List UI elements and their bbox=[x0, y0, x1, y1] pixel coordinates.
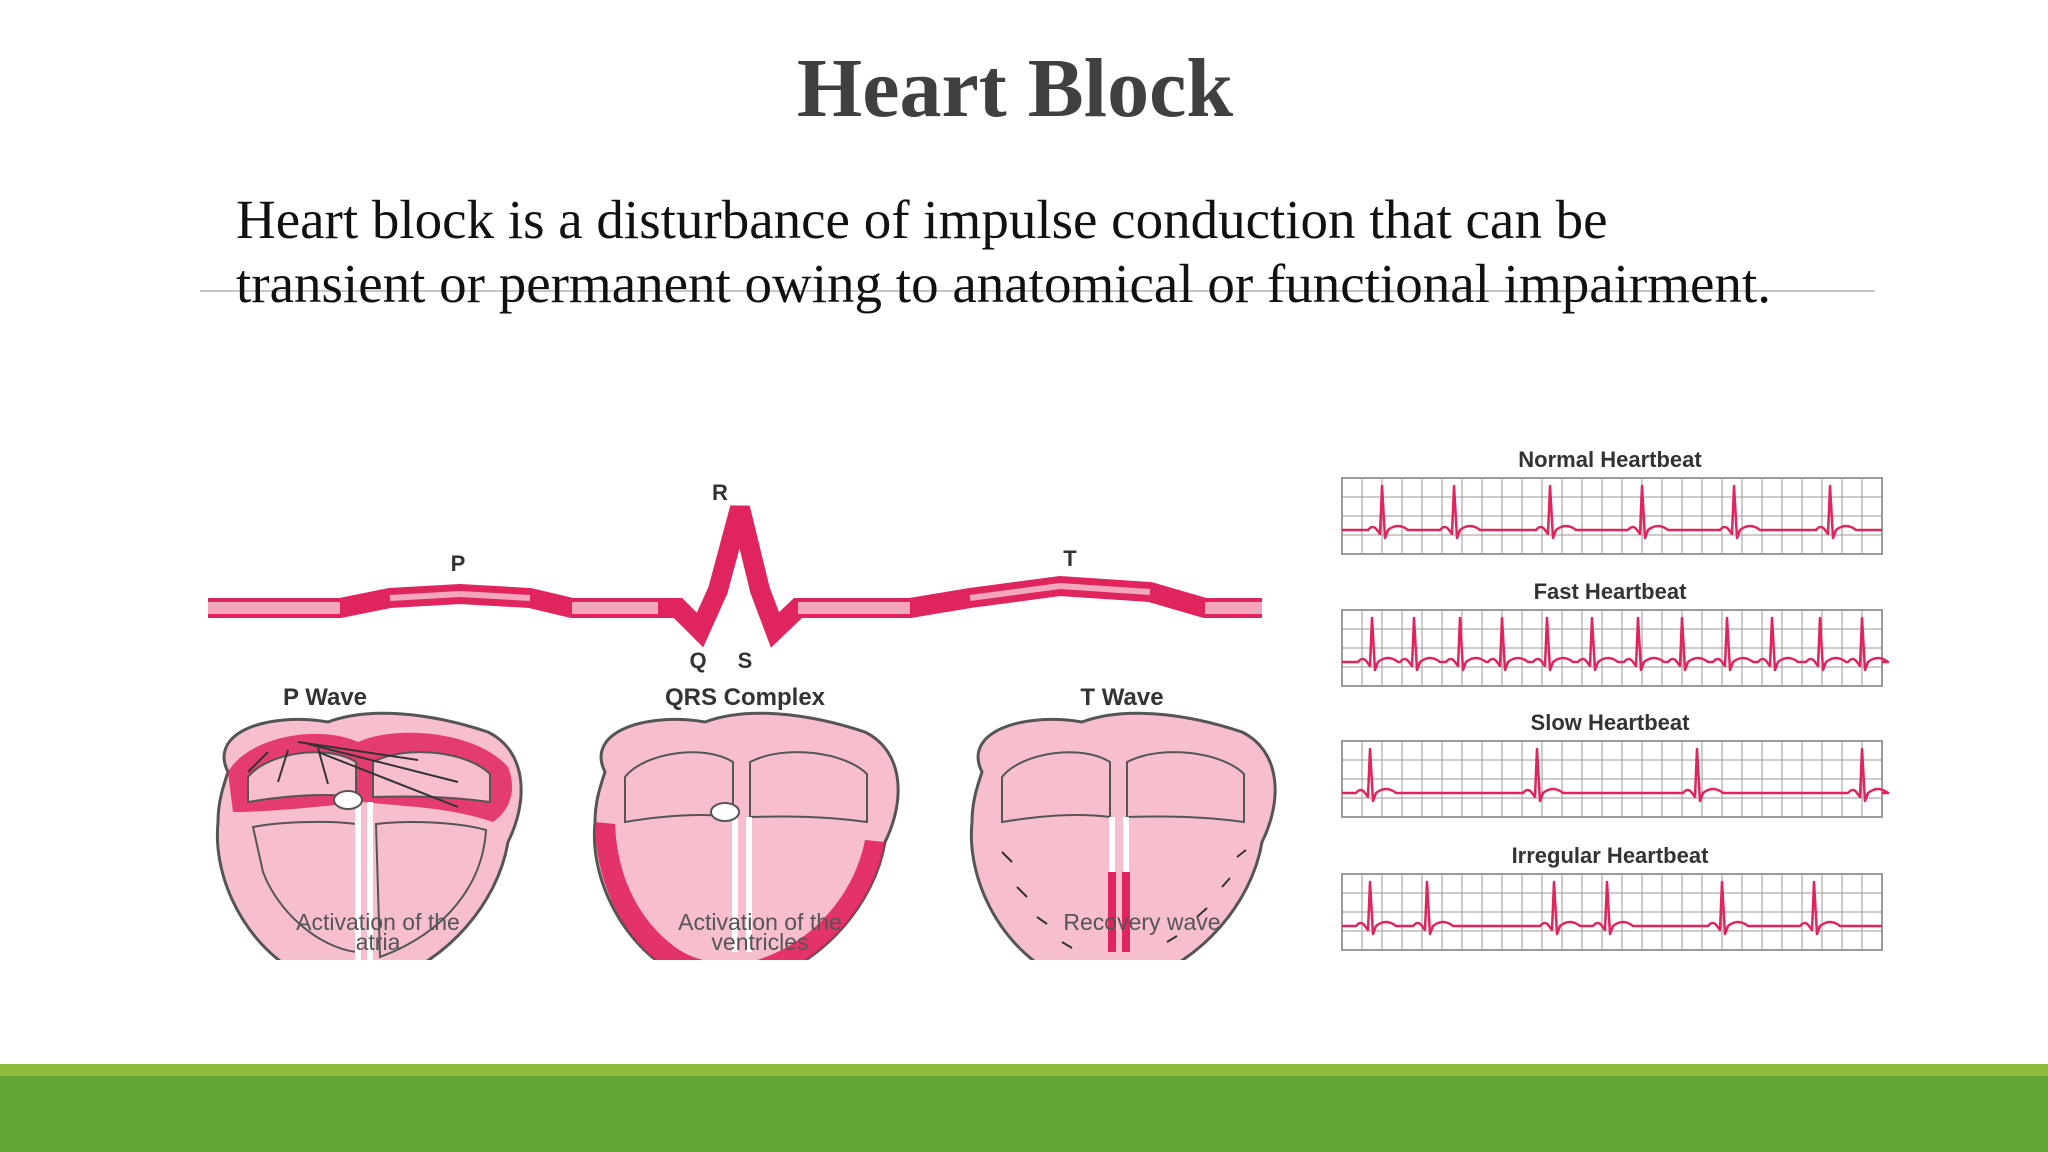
ecg-waveform bbox=[208, 505, 1262, 648]
phase-caption-p-line2: atria bbox=[356, 929, 401, 955]
heart-illustration-atria bbox=[215, 711, 523, 960]
phase-title-t-wave: T Wave bbox=[1080, 684, 1163, 711]
phase-caption-qrs-line2: ventricles bbox=[711, 929, 808, 955]
footer-accent-stripe bbox=[0, 1064, 2048, 1076]
strip-title-slow: Slow Heartbeat bbox=[1531, 710, 1691, 735]
phase-caption-t-line1: Recovery wave bbox=[1063, 909, 1220, 935]
phase-title-qrs: QRS Complex bbox=[665, 684, 826, 711]
ecg-waveform-diagram: P R Q S T P Wave QRS Complex T Wave bbox=[208, 480, 1277, 960]
rhythm-strip-fast bbox=[1341, 609, 1890, 687]
phase-title-p-wave: P Wave bbox=[283, 684, 367, 711]
strip-title-irregular: Irregular Heartbeat bbox=[1512, 843, 1710, 868]
q-point-label: Q bbox=[689, 648, 706, 673]
title-divider bbox=[200, 290, 1875, 292]
rhythm-trace-fast bbox=[1342, 616, 1890, 672]
phase-caption-qrs-line1: Activation of the bbox=[678, 909, 842, 935]
t-wave-label: T bbox=[1063, 546, 1077, 571]
p-wave-label: P bbox=[451, 551, 466, 576]
footer-bar bbox=[0, 1076, 2048, 1152]
rhythm-strips-figure: Normal Heartbeat Fast Heartbeat Slow Hea… bbox=[1341, 447, 1890, 951]
r-peak-label: R bbox=[712, 480, 728, 505]
strip-title-fast: Fast Heartbeat bbox=[1534, 579, 1688, 604]
slide-body-text: Heart block is a disturbance of impulse … bbox=[236, 189, 1771, 314]
rhythm-trace-normal bbox=[1342, 484, 1882, 540]
rhythm-trace-slow bbox=[1342, 747, 1890, 803]
heart-illustration-ventricles bbox=[592, 711, 900, 960]
rhythm-trace-irregular bbox=[1342, 880, 1882, 936]
phase-caption-p-line1: Activation of the bbox=[296, 909, 460, 935]
rhythm-strip-normal bbox=[1341, 477, 1883, 555]
rhythm-strip-irregular bbox=[1341, 873, 1883, 951]
strip-title-normal: Normal Heartbeat bbox=[1518, 447, 1702, 472]
heart-illustration-recovery bbox=[969, 711, 1277, 960]
rhythm-strip-slow bbox=[1341, 740, 1890, 818]
s-point-label: S bbox=[738, 648, 753, 673]
slide-title: Heart Block bbox=[796, 42, 1234, 135]
